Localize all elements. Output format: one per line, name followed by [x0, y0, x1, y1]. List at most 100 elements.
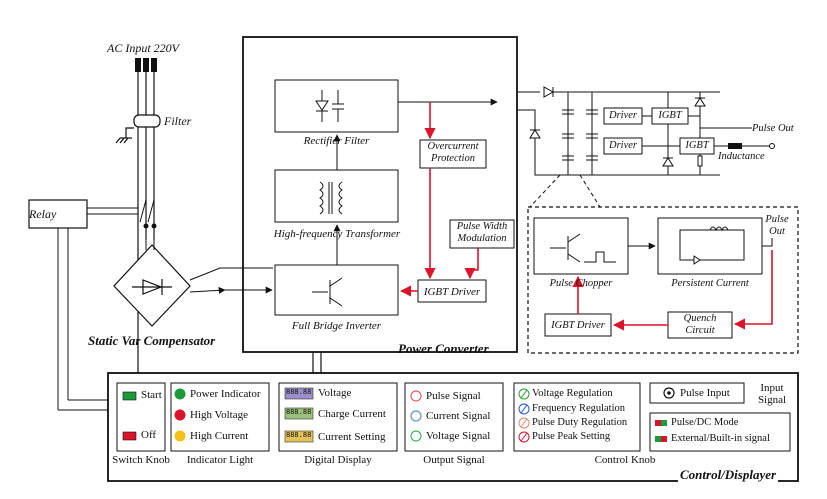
start-switch — [122, 391, 137, 401]
output-stage — [517, 86, 770, 176]
driver1-label: Driver — [609, 110, 637, 121]
persistent-loop — [679, 226, 745, 265]
indicator-caption: Indicator Light — [186, 454, 254, 466]
detail-igbt-driver-label: IGBT Driver — [551, 320, 605, 331]
current-setting-readout-value: 888.88 — [286, 431, 312, 439]
output-item-2: Voltage Signal — [426, 430, 491, 442]
zoom-lines — [529, 174, 601, 208]
knob-item-0: Voltage Regulation — [532, 388, 613, 399]
voltage-readout — [284, 387, 314, 400]
rectifier-filter-box — [274, 79, 399, 133]
indicator-item-2: High Current — [190, 430, 249, 442]
current-setting-readout — [284, 430, 314, 443]
knob-caption: Control Knob — [594, 454, 656, 466]
overcurrent-protection-box — [419, 139, 487, 169]
driver1-box — [603, 107, 643, 125]
hf-transformer-box — [274, 169, 399, 223]
driver2-box — [603, 137, 643, 155]
rectifier-symbol — [315, 90, 344, 122]
switch-caption: Switch Knob — [112, 454, 170, 466]
charge-current-readout-value: 888.88 — [286, 408, 312, 416]
driver2-label: Driver — [609, 140, 637, 151]
high-voltage-light — [174, 409, 186, 421]
input-signal-caption: Input Signal — [757, 382, 787, 407]
display-item-2: Current Setting — [318, 431, 386, 443]
detail-control-arrows — [572, 250, 773, 331]
svc-bridge — [113, 244, 191, 327]
pwm-label: Pulse Width Modulation — [456, 221, 508, 244]
indicator-group — [170, 382, 270, 452]
off-label: Off — [141, 429, 157, 441]
inductance-label: Inductance — [718, 151, 765, 162]
indicator-item-0: Power Indicator — [190, 388, 261, 400]
current-signal-port — [410, 410, 422, 422]
pulse-input-label: Pulse Input — [680, 387, 730, 399]
detail-box — [527, 206, 799, 354]
hf-transformer-label: High-frequency Transformer — [273, 228, 401, 240]
switch-group — [116, 382, 166, 452]
off-switch — [122, 431, 137, 441]
output-caption: Output Signal — [423, 454, 485, 466]
panel-connector — [312, 352, 322, 373]
knob-group — [513, 382, 641, 452]
inductance-symbol — [728, 143, 742, 149]
detail-pulse-out-label: Pulse Out — [765, 214, 789, 237]
ac-input-label: AC Input 220V — [107, 41, 179, 55]
igbt2-box — [679, 137, 715, 155]
display-item-0: Voltage — [318, 387, 352, 399]
filter-symbol — [133, 114, 161, 128]
pulse-input-group — [649, 382, 745, 404]
ac-input-wires — [137, 62, 155, 410]
control-panel-box — [107, 372, 799, 482]
charge-current-readout — [284, 407, 314, 420]
overcurrent-protection-label: Overcurrent Protection — [427, 141, 479, 164]
mode-item-0: Pulse/DC Mode — [671, 417, 739, 428]
transformer-symbol — [319, 181, 343, 215]
persistent-current-label: Persistent Current — [671, 278, 749, 289]
svc-wires — [145, 240, 243, 294]
start-label: Start — [141, 389, 162, 401]
ac-plugs — [135, 58, 157, 72]
igbt-driver-label: IGBT Driver — [423, 286, 481, 298]
indicator-item-1: High Voltage — [190, 409, 248, 421]
power-indicator-light — [174, 388, 186, 400]
knob-item-3: Pulse Peak Setting — [532, 431, 611, 442]
mode-item-1: External/Built-in signal — [671, 433, 770, 444]
display-caption: Digital Display — [304, 454, 372, 466]
quench-circuit-box — [667, 311, 733, 339]
chopper-symbol — [550, 233, 616, 263]
knob-item-2: Pulse Duty Regulation — [532, 417, 628, 428]
display-item-1: Charge Current — [318, 408, 386, 420]
high-current-light — [174, 430, 186, 442]
knob-icons — [518, 388, 530, 443]
detail-flow — [628, 238, 773, 250]
pulse-chopper-label: Pulse Chopper — [549, 278, 613, 289]
igbt2-label: IGBT — [685, 140, 709, 151]
voltage-readout-value: 888.88 — [286, 388, 312, 396]
filter-label: Filter — [164, 114, 192, 128]
control-displayer-label: Control/Displayer — [678, 467, 779, 483]
power-converter-label: Power Converter — [398, 341, 489, 356]
converter-flow — [225, 98, 498, 294]
relay-label: Relay — [29, 207, 57, 221]
relay-wiring — [57, 199, 155, 411]
svc-label: Static Var Compensator — [88, 333, 216, 348]
full-bridge-inverter-label: Full Bridge Inverter — [291, 320, 382, 332]
display-group — [278, 382, 398, 452]
igbt1-box — [651, 107, 689, 125]
ground-symbol — [115, 127, 134, 144]
output-item-0: Pulse Signal — [426, 390, 481, 402]
knob-item-1: Frequency Regulation — [532, 403, 626, 414]
mode-switches — [655, 420, 667, 442]
pwm-box — [449, 219, 515, 249]
relay-box — [28, 199, 88, 229]
power-converter-box — [242, 36, 518, 353]
full-bridge-inverter-box — [274, 264, 399, 316]
output-item-1: Current Signal — [426, 410, 491, 422]
rectifier-filter-label: Rectifier Filter — [303, 135, 370, 147]
igbt-symbol — [312, 277, 343, 307]
control-arrows — [399, 102, 479, 297]
pulse-chopper-box — [533, 217, 629, 275]
mode-group — [649, 412, 791, 452]
